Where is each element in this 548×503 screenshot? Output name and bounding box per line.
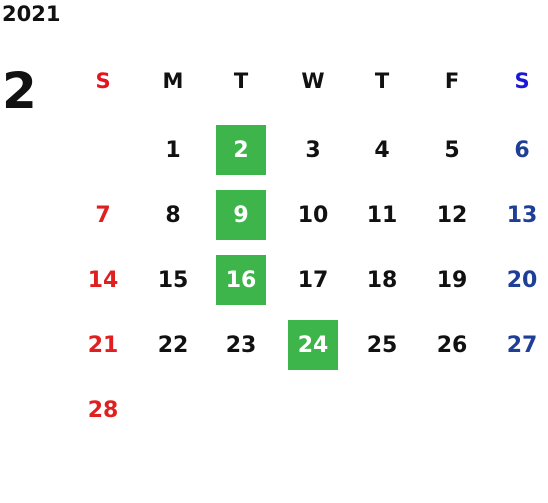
day-cell[interactable]: 1 (165, 137, 181, 163)
day-cell[interactable]: 15 (157, 267, 189, 293)
weekday-header: M (162, 69, 184, 93)
weekday-header: T (233, 69, 249, 93)
day-cell[interactable]: 26 (436, 332, 468, 358)
day-cell[interactable]: 22 (157, 332, 189, 358)
day-cell[interactable]: 25 (366, 332, 398, 358)
day-cell[interactable]: 27 (506, 332, 538, 358)
day-cell[interactable]: 4 (374, 137, 390, 163)
day-cell[interactable]: 11 (366, 202, 398, 228)
weekday-header: F (444, 69, 460, 93)
day-cell[interactable]: 23 (225, 332, 257, 358)
weekday-header: S (95, 69, 111, 93)
day-cell[interactable]: 8 (165, 202, 181, 228)
day-cell[interactable]: 5 (444, 137, 460, 163)
day-cell[interactable]: 17 (297, 267, 329, 293)
day-cell[interactable]: 7 (95, 202, 111, 228)
day-cell[interactable]: 19 (436, 267, 468, 293)
day-cell[interactable]: 21 (87, 332, 119, 358)
day-cell[interactable]: 10 (297, 202, 329, 228)
day-cell[interactable]: 6 (514, 137, 530, 163)
weekday-header: T (374, 69, 390, 93)
day-cell[interactable]: 12 (436, 202, 468, 228)
highlighted-day-cell[interactable]: 9 (216, 190, 266, 240)
weekday-header: W (301, 69, 325, 93)
month-label: 2 (2, 62, 37, 120)
highlighted-day-cell[interactable]: 24 (288, 320, 338, 370)
highlighted-day-cell[interactable]: 2 (216, 125, 266, 175)
weekday-header: S (514, 69, 530, 93)
day-cell[interactable]: 28 (87, 397, 119, 423)
day-cell[interactable]: 14 (87, 267, 119, 293)
day-cell[interactable]: 20 (506, 267, 538, 293)
highlighted-day-cell[interactable]: 16 (216, 255, 266, 305)
day-cell[interactable]: 3 (305, 137, 321, 163)
day-cell[interactable]: 18 (366, 267, 398, 293)
day-cell[interactable]: 13 (506, 202, 538, 228)
year-label: 2021 (2, 2, 61, 26)
